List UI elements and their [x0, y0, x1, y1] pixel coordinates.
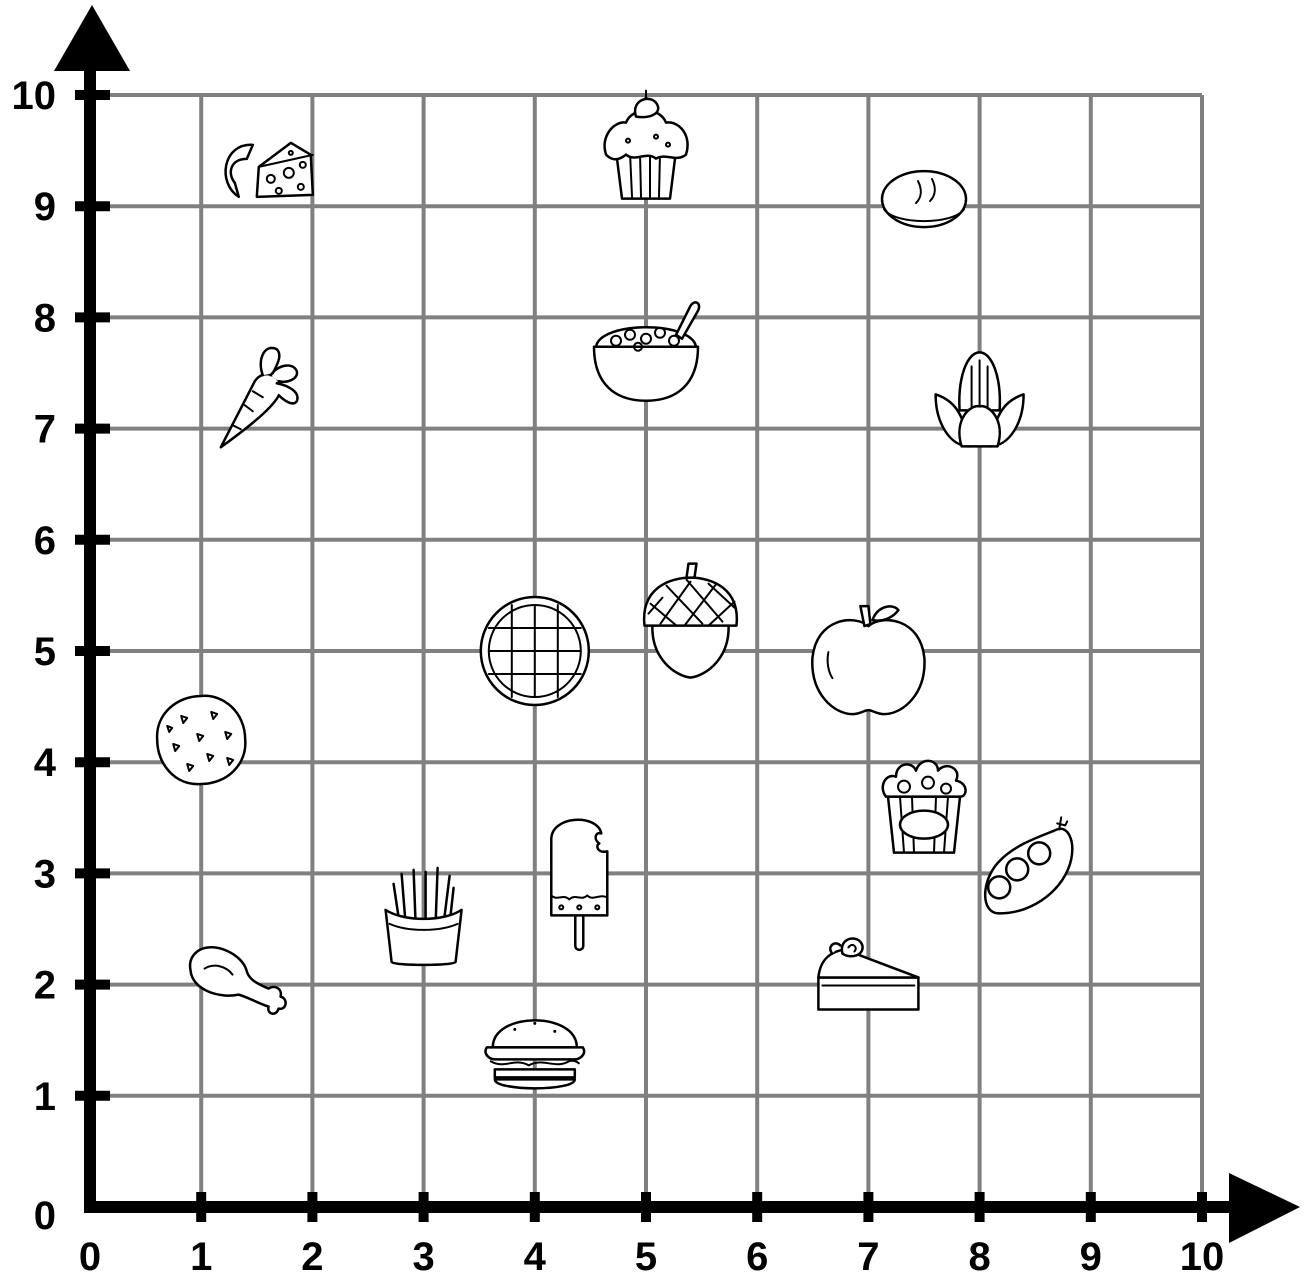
x-tick-label-3: 3 — [412, 1235, 434, 1279]
x-tick-label-6: 6 — [746, 1235, 768, 1279]
x-tick-label-10: 10 — [1180, 1235, 1225, 1279]
peas-icon — [985, 817, 1072, 913]
food-icons — [157, 91, 1072, 1089]
x-axis-arrow — [1229, 1173, 1300, 1243]
y-tick-label-9: 9 — [34, 185, 56, 229]
waffle-icon — [481, 597, 589, 705]
cupcake-icon — [605, 91, 688, 199]
x-tick-label-5: 5 — [635, 1235, 657, 1279]
corn-icon — [936, 352, 1024, 446]
y-tick-label-7: 7 — [34, 408, 56, 452]
y-tick-label-5: 5 — [34, 630, 56, 674]
grid-lines — [90, 95, 1202, 1207]
y-tick-label-1: 1 — [34, 1075, 56, 1119]
x-tick-label-1: 1 — [190, 1235, 212, 1279]
chicken-leg-icon — [190, 947, 286, 1013]
y-tick-label-2: 2 — [34, 964, 56, 1008]
y-tick-label-3: 3 — [34, 852, 56, 896]
tick-labels: 0 1 2 3 4 5 6 7 8 9 10 0 1 2 3 4 5 6 7 8 9 10 — [12, 74, 1225, 1279]
bread-icon — [882, 171, 966, 227]
x-tick-label-2: 2 — [301, 1235, 323, 1279]
burger-icon — [486, 1020, 585, 1088]
x-tick-label-9: 9 — [1080, 1235, 1102, 1279]
x-tick-label-7: 7 — [857, 1235, 879, 1279]
y-tick-label-6: 6 — [34, 519, 56, 563]
popsicle-icon — [551, 820, 607, 950]
y-tick-label-10: 10 — [12, 74, 57, 118]
macaroni-cheese-icon — [226, 143, 313, 197]
carrot-icon — [221, 348, 298, 447]
y-axis-arrow — [54, 5, 130, 71]
x-tick-label-4: 4 — [524, 1235, 547, 1279]
y-tick-label-0: 0 — [34, 1194, 56, 1238]
y-tick-label-8: 8 — [34, 296, 56, 340]
cookie-icon — [157, 696, 245, 784]
y-tick-label-4: 4 — [34, 741, 57, 785]
x-tick-label-0: 0 — [79, 1235, 101, 1279]
x-tick-label-8: 8 — [968, 1235, 990, 1279]
popcorn-icon — [883, 761, 966, 853]
acorn-icon — [644, 564, 737, 678]
apple-icon — [812, 606, 924, 714]
